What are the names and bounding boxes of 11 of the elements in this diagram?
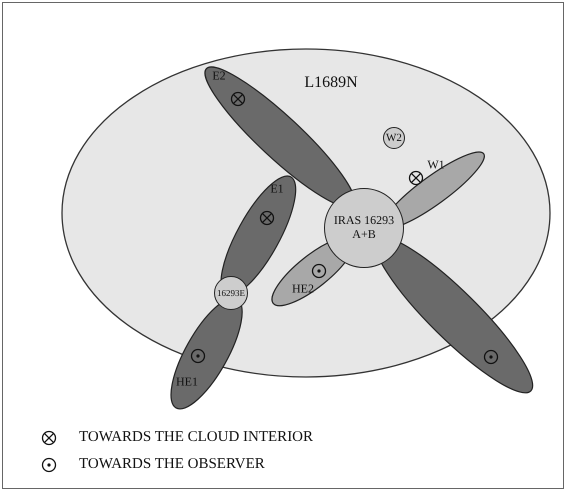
legend-text: TOWARDS THE OBSERVER xyxy=(79,456,265,473)
lobe-label: HE2 xyxy=(292,281,314,296)
lobe-label: HE1 xyxy=(176,374,198,390)
source-label: W2 xyxy=(385,132,403,144)
source-label: IRAS 16293 A+B xyxy=(332,214,396,242)
legend-text: TOWARDS THE CLOUD INTERIOR xyxy=(79,429,314,446)
lobe-label: E2 xyxy=(212,68,226,84)
lobe-label: W1 xyxy=(427,157,445,172)
source-label: 16293E xyxy=(216,288,246,298)
cloud-label: L1689N xyxy=(304,74,358,92)
lobe-label: E1 xyxy=(270,181,284,196)
